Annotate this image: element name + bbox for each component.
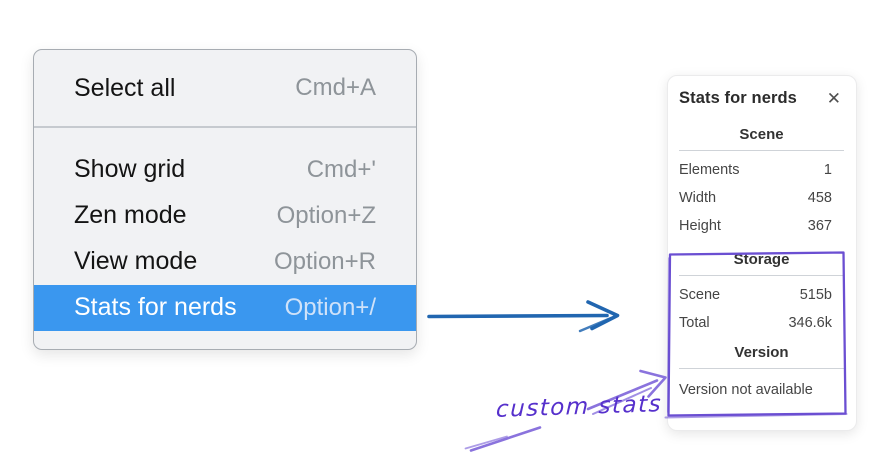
- stat-value: 1: [823, 162, 832, 178]
- menu-item-shortcut: Option+/: [284, 293, 376, 321]
- stats-section-scene: Scene Elements 1 Width 458 Height 367: [679, 121, 844, 240]
- menu-item-label: Stats for nerds: [74, 293, 237, 321]
- menu-item-stats-for-nerds[interactable]: Stats for nerds Option+/: [34, 284, 416, 331]
- menu-item-shortcut: Option+R: [273, 247, 376, 275]
- section-heading-scene: Scene: [679, 121, 844, 151]
- menu-item-view-mode[interactable]: View mode Option+R: [34, 239, 416, 285]
- stat-label: Total: [679, 315, 710, 331]
- stat-value: 515b: [799, 287, 832, 303]
- menu-item-label: Show grid: [74, 155, 186, 183]
- blue-arrow: [427, 300, 620, 333]
- menu-item-select-all[interactable]: Select all Cmd+A: [34, 50, 416, 126]
- custom-stats-annotation-label: custom stats: [495, 391, 663, 423]
- stats-row-elements: Elements 1: [679, 156, 844, 184]
- context-menu: Select all Cmd+A Show grid Cmd+' Zen mod…: [33, 49, 417, 350]
- stats-row-height: Height 367: [679, 212, 844, 240]
- section-heading-storage: Storage: [679, 246, 844, 276]
- stats-row-width: Width 458: [679, 184, 844, 212]
- stats-section-storage: Storage Scene 515b Total 346.6k: [679, 246, 844, 337]
- stat-value: 458: [807, 190, 832, 206]
- stats-row-scene-storage: Scene 515b: [679, 281, 844, 309]
- stats-panel: Stats for nerds ✕ Scene Elements 1 Width…: [667, 75, 857, 431]
- custom-stats-underline-stroke: [464, 426, 542, 452]
- version-note: Version not available: [679, 382, 813, 398]
- menu-item-label: Zen mode: [74, 201, 187, 229]
- menu-group: Show grid Cmd+' Zen mode Option+Z View m…: [34, 128, 416, 331]
- stat-label: Width: [679, 190, 717, 206]
- menu-item-shortcut: Option+Z: [276, 201, 376, 229]
- stat-label: Height: [679, 218, 721, 234]
- stat-label: Elements: [679, 162, 740, 178]
- menu-item-shortcut: Cmd+A: [295, 74, 376, 101]
- stats-section-version: Version Version not available: [679, 339, 844, 404]
- stat-label: Scene: [679, 287, 721, 303]
- stat-value: 367: [807, 218, 832, 234]
- stats-row-total-storage: Total 346.6k: [679, 309, 844, 337]
- stat-value: 346.6k: [788, 315, 832, 331]
- menu-item-label: View mode: [74, 247, 198, 275]
- menu-item-label: Select all: [74, 73, 176, 102]
- section-heading-version: Version: [679, 339, 844, 369]
- stats-panel-title: Stats for nerds: [679, 89, 797, 107]
- stats-panel-header: Stats for nerds ✕: [679, 89, 844, 108]
- menu-item-zen-mode[interactable]: Zen mode Option+Z: [34, 193, 416, 239]
- menu-divider: [34, 126, 416, 128]
- menu-item-show-grid[interactable]: Show grid Cmd+': [34, 147, 416, 193]
- close-icon[interactable]: ✕: [826, 89, 841, 108]
- menu-item-shortcut: Cmd+': [306, 155, 376, 183]
